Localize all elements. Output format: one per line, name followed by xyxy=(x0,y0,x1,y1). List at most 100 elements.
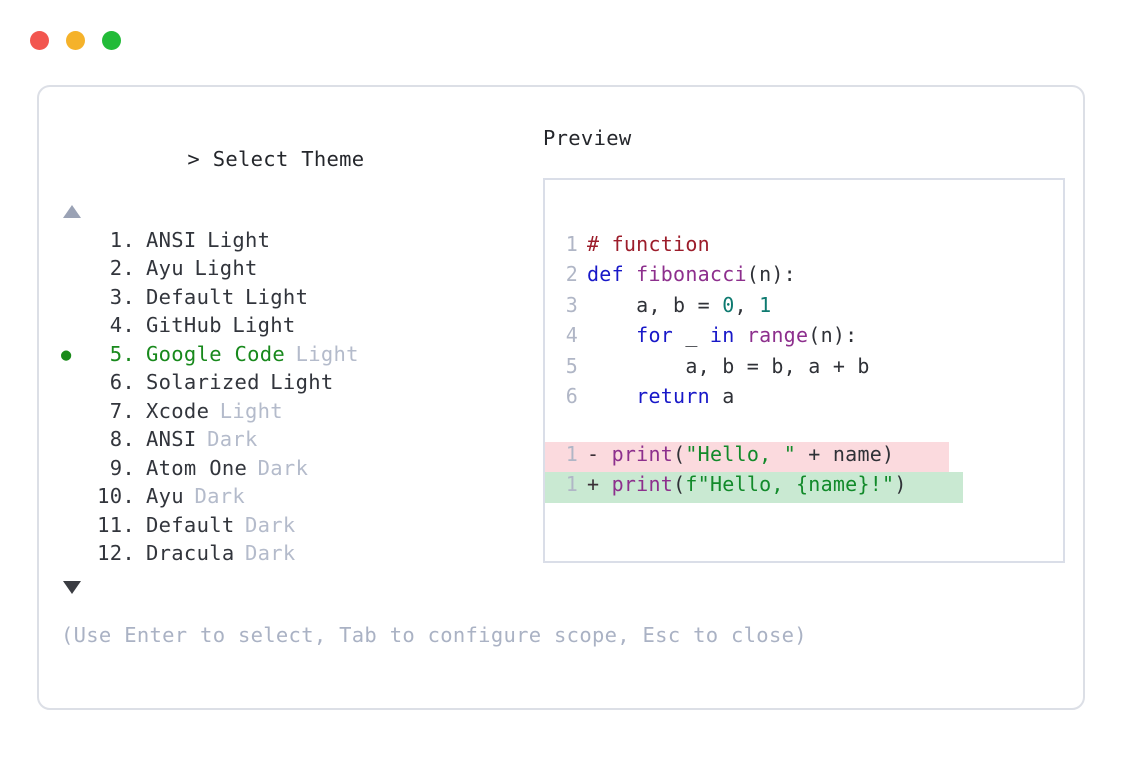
code-line-text: def fibonacci(n): xyxy=(587,262,796,286)
code-token: print xyxy=(611,441,674,466)
line-number: 1 xyxy=(565,231,578,256)
theme-item-index: 11. xyxy=(97,512,135,537)
code-line-text: a, b = b, a + b xyxy=(587,354,870,378)
theme-item-index: 3. xyxy=(109,284,135,309)
line-number: 1 xyxy=(565,472,578,496)
prompt-caret-icon: > xyxy=(187,146,201,171)
theme-list-item[interactable]: 4. GitHub Light xyxy=(61,313,531,342)
line-number: 4 xyxy=(565,323,578,347)
code-token: # function xyxy=(587,231,710,256)
code-token xyxy=(587,323,636,347)
code-token: "Hello, " xyxy=(685,441,796,466)
code-line-text: # function xyxy=(587,232,710,256)
code-line-text: - print("Hello, " + name) xyxy=(587,442,894,466)
code-line: 1 # function xyxy=(545,232,1063,263)
code-token: ( xyxy=(673,441,686,466)
code-line-text: a, b = 0, 1 xyxy=(587,293,771,317)
diff-highlight xyxy=(545,441,949,472)
code-token: def xyxy=(587,262,637,286)
theme-item-variant: Light xyxy=(219,398,283,423)
theme-item-variant: Dark xyxy=(257,455,309,480)
theme-item-variant: Dark xyxy=(245,512,296,537)
code-line: 3 a, b = 0, 1 xyxy=(545,293,1063,324)
code-token: (n): xyxy=(808,323,858,347)
code-line: 4 for _ in range(n): xyxy=(545,323,1063,354)
line-number: 3 xyxy=(565,292,578,317)
selector-prompt: > Select Theme xyxy=(61,128,531,190)
theme-item-name: Dracula xyxy=(146,541,235,565)
code-token: a, b = xyxy=(587,292,723,317)
code-token: a, b = b, a + b xyxy=(587,353,870,378)
code-token: + name) xyxy=(795,441,895,466)
diff-highlight xyxy=(545,472,963,503)
code-token: 1 xyxy=(759,292,772,317)
theme-item-name: Default xyxy=(146,284,235,309)
theme-list-item[interactable]: 7. Xcode Light xyxy=(61,399,531,428)
page-title: Select Theme xyxy=(212,146,365,171)
code-token: !" xyxy=(869,472,895,496)
theme-item-name: GitHub xyxy=(146,313,222,337)
theme-item-variant: Light xyxy=(270,370,334,394)
code-token: print xyxy=(611,472,674,496)
close-button[interactable] xyxy=(30,31,49,50)
triangle-down-icon[interactable] xyxy=(63,580,81,594)
theme-item-name: Default xyxy=(146,512,235,537)
code-token: in xyxy=(709,323,735,347)
minimize-button[interactable] xyxy=(66,31,85,50)
code-token: ) xyxy=(894,472,907,496)
line-number: 1 xyxy=(565,441,578,466)
code-blank-line xyxy=(545,415,1063,442)
code-token: range xyxy=(746,323,809,347)
theme-item-variant: Light xyxy=(232,313,296,337)
theme-item-variant: Light xyxy=(295,341,359,366)
code-token: f"Hello, xyxy=(685,472,796,496)
theme-item-name: Xcode xyxy=(146,398,210,423)
line-number: 5 xyxy=(565,353,578,378)
theme-item-index: 4. xyxy=(109,313,135,337)
theme-list-item[interactable]: 3. Default Light xyxy=(61,285,531,314)
theme-item-name: Ayu xyxy=(146,484,184,508)
code-token: return xyxy=(636,384,710,408)
theme-item-name: ANSI xyxy=(146,227,197,252)
code-line: 6 return a xyxy=(545,384,1063,415)
triangle-up-icon[interactable] xyxy=(63,204,81,218)
diff-marker: + xyxy=(587,472,612,496)
theme-item-index: 8. xyxy=(109,427,135,451)
selected-bullet-icon: ● xyxy=(61,344,72,365)
code-token xyxy=(735,323,747,347)
code-token xyxy=(587,384,636,408)
theme-item-name: Solarized xyxy=(146,370,260,394)
theme-item-variant: Light xyxy=(245,284,309,309)
code-token: (n): xyxy=(746,262,796,286)
theme-list-item[interactable]: 11. Default Dark xyxy=(61,513,531,542)
code-line: 5 a, b = b, a + b xyxy=(545,354,1063,385)
code-token: fibonacci xyxy=(636,262,747,286)
theme-item-index: 7. xyxy=(109,398,135,423)
code-token: for xyxy=(636,323,674,347)
code-line-text: return a xyxy=(587,384,735,408)
theme-item-index: 1. xyxy=(109,227,135,252)
keyboard-hint: (Use Enter to select, Tab to configure s… xyxy=(61,623,807,647)
maximize-button[interactable] xyxy=(102,31,121,50)
preview-label: Preview xyxy=(543,126,632,150)
diff-marker: - xyxy=(587,441,612,466)
code-line-text: for _ in range(n): xyxy=(587,323,857,347)
theme-item-variant: Dark xyxy=(194,484,246,508)
code-token: a xyxy=(709,384,735,408)
